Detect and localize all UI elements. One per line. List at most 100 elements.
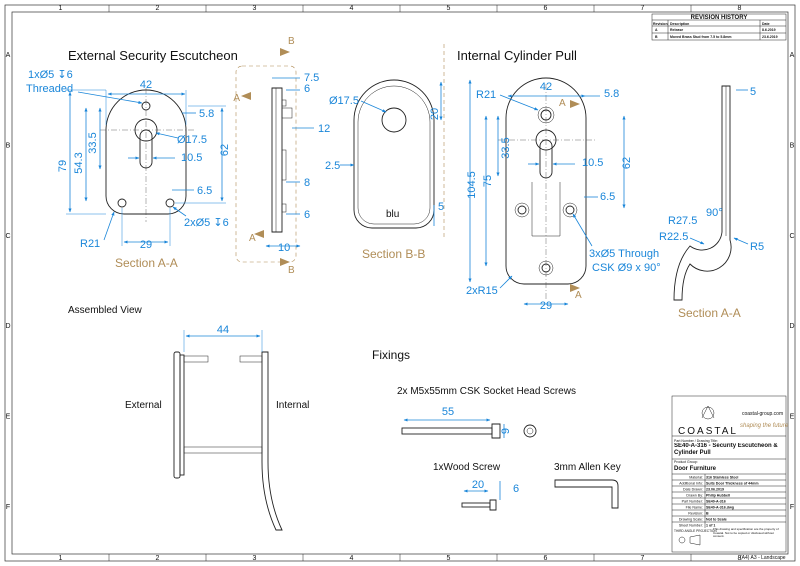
- external-escutcheon-front: 42 5.8 1xØ5 ↧6 Threaded Ø17.5 10.5 6.5 7…: [26, 69, 231, 270]
- title-field-label: Material:: [689, 476, 703, 480]
- dim-int-6-5: 6.5: [600, 191, 615, 203]
- rev-header-description: Description: [670, 22, 689, 26]
- grid-row-label: F: [790, 504, 794, 511]
- brand-tagline: shaping the future: [740, 423, 789, 429]
- dim-int-42: 42: [540, 81, 552, 93]
- dim-int-104-5: 104.5: [466, 171, 478, 199]
- section-arrow-b-top: B: [288, 36, 295, 47]
- dim-side-10: 10: [278, 242, 290, 254]
- grid-col-label: 5: [447, 5, 451, 12]
- section-arrow-b-bottom: B: [288, 265, 295, 276]
- dim-ext-hole: 1xØ5 ↧6: [28, 69, 73, 81]
- dim-ext-29: 29: [140, 239, 152, 251]
- title-field-label: Part Number:: [682, 500, 703, 504]
- dim-ext-threaded: Threaded: [26, 83, 73, 95]
- title-field-value: B: [706, 512, 709, 516]
- dim-int-62: 62: [621, 157, 633, 169]
- fixings-title: Fixings: [372, 348, 410, 362]
- brand-logo-engraving: blu: [386, 209, 399, 220]
- grid-row-label: B: [6, 143, 11, 150]
- grid-row-label: D: [5, 323, 10, 330]
- drawing-notes: This drawing and specification are the p…: [713, 528, 779, 539]
- dim-int-75: 75: [482, 175, 494, 187]
- rev-row-a-desc: Release: [670, 28, 683, 32]
- section-aa-label-pull: Section A-A: [678, 306, 741, 320]
- wood-screw-title: 1xWood Screw: [433, 462, 501, 473]
- title-field-label: Date Drawn:: [683, 488, 703, 492]
- dim-side-6a: 6: [304, 83, 310, 95]
- dim-ext-10-5: 10.5: [181, 152, 202, 164]
- title-field-value: 316 Stainless Steel: [706, 476, 738, 480]
- section-arrow-a-bottom: A: [249, 233, 256, 244]
- grid-col-label: 6: [544, 555, 548, 562]
- grid-col-label: 4: [350, 5, 354, 12]
- dim-side-8: 8: [304, 177, 310, 189]
- coastal-logo-icon: [701, 406, 715, 420]
- title-block: COASTAL coastal-group.com shaping the fu…: [671, 395, 789, 561]
- part-title: SE40-A-316 - Security Escutcheon & Cylin…: [674, 443, 778, 456]
- grid-col-label: 3: [253, 5, 257, 12]
- revision-history-table: REVISION HISTORY Revision Description Da…: [651, 13, 787, 41]
- rev-row-b-rev: B: [655, 35, 658, 39]
- section-arrow-a-int-top: A: [559, 98, 566, 109]
- dim-int-10-5: 10.5: [582, 157, 603, 169]
- title-field-label: Drawn By:: [686, 494, 703, 498]
- fixings-group: 2x M5x55mm CSK Socket Head Screws 55 9 1…: [397, 386, 621, 511]
- dim-ext-54-3: 54.3: [73, 152, 85, 173]
- title-field-value: Not to Scale: [706, 518, 727, 522]
- dim-bb-5: 5: [438, 201, 444, 213]
- rev-row-a-rev: A: [655, 28, 658, 32]
- dim-side-12: 12: [318, 123, 330, 135]
- rev-header-date: Date: [762, 22, 770, 26]
- grid-col-label: 8: [738, 555, 742, 562]
- grid-col-label: 5: [447, 555, 451, 562]
- dim-int-r21: R21: [476, 89, 496, 101]
- internal-view-title: Internal Cylinder Pull: [457, 48, 577, 63]
- external-view-title: External Security Escutcheon: [68, 48, 238, 63]
- rev-row-b-date: 23.6.2019: [762, 35, 778, 39]
- grid-col-label: 6: [544, 5, 548, 12]
- pull-section-aa: 5 90° R27.5 R22.5 R5 Section A-A: [659, 85, 764, 320]
- grid-row-label: B: [790, 143, 795, 150]
- dim-ext-2xd5: 2xØ5 ↧6: [184, 217, 229, 229]
- part-label: Part Number / Drawing Title:: [674, 439, 718, 443]
- section-aa-label-external: Section A-A: [115, 256, 178, 270]
- dim-int-3xd5: 3xØ5 Through: [589, 248, 659, 260]
- grid-row-label: E: [790, 414, 795, 421]
- grid-col-label: 2: [156, 555, 160, 562]
- grid-col-label: 4: [350, 555, 354, 562]
- dim-int-5-8: 5.8: [604, 88, 619, 100]
- dim-side-7-5: 7.5: [304, 72, 319, 84]
- internal-cylinder-pull-front: 42 R21 A 5.8 10.5 6.5 62 33.5 75 104.5 3…: [466, 77, 661, 312]
- title-field-label: File Name:: [686, 506, 703, 510]
- dim-pull-90: 90°: [706, 207, 723, 219]
- title-field-value: SE40-A-316.dwg: [706, 506, 734, 510]
- grid-col-label: 7: [641, 5, 645, 12]
- title-field-value: 23.06.2019: [706, 488, 724, 492]
- dim-pull-r5: R5: [750, 241, 764, 253]
- brand-name: COASTAL: [678, 426, 738, 437]
- grid-col-label: 8: [738, 5, 742, 12]
- rev-header-revision: Revision: [653, 22, 668, 26]
- label-internal: Internal: [276, 400, 309, 411]
- grid-col-label: 3: [253, 555, 257, 562]
- section-arrow-a-int-bottom: A: [575, 290, 582, 301]
- grid-col-label: 2: [156, 5, 160, 12]
- title-field-value: 1 of 1: [706, 524, 715, 528]
- assembled-view: 44 External Internal: [125, 324, 309, 531]
- dim-int-2xr15: 2xR15: [466, 285, 498, 297]
- section-bb-view: blu Ø17.5 20 2.5 5 Section B-B: [325, 79, 444, 261]
- title-field-value: Suits Door Thickness of 44mm: [706, 482, 759, 486]
- external-escutcheon-side-section: A A B B 7.5 6 12 8 6 10: [233, 36, 330, 276]
- dim-ext-r21: R21: [80, 238, 100, 250]
- grid-col-label: 1: [59, 5, 63, 12]
- grid-row-label: C: [5, 233, 10, 240]
- grid-row-label: A: [790, 52, 795, 59]
- product-group: Door Furniture: [674, 466, 717, 472]
- dim-side-6b: 6: [304, 209, 310, 221]
- grid-row-label: F: [6, 504, 10, 511]
